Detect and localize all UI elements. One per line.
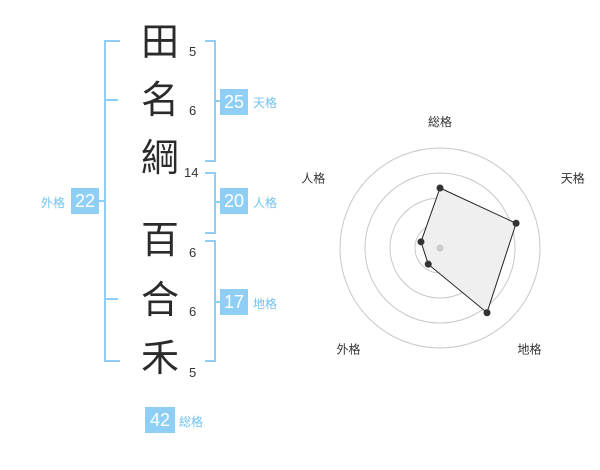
soukaku-value-badge: 42 xyxy=(145,407,175,433)
stroke-count-2: 6 xyxy=(189,103,197,118)
radar-axis-label: 天格 xyxy=(561,171,585,186)
radar-axis-label: 外格 xyxy=(337,341,361,356)
stroke-count-1: 5 xyxy=(189,44,197,59)
stroke-count-4: 6 xyxy=(189,245,197,260)
jinkaku-label: 人格 xyxy=(253,196,278,210)
radar-center-dot xyxy=(436,244,444,252)
tenkaku-connector xyxy=(214,100,222,102)
tenkaku-value-badge: 25 xyxy=(220,89,248,115)
radar-axis-label: 人格 xyxy=(301,171,325,186)
jinkaku-connector xyxy=(214,201,222,203)
name-char-5: 合 xyxy=(140,278,179,322)
radar-point xyxy=(424,260,432,268)
stroke-count-5: 6 xyxy=(189,304,197,319)
gaikaku-label: 外格 xyxy=(41,196,66,210)
gaikaku-connector xyxy=(97,200,106,202)
radar-point xyxy=(483,309,491,317)
tenkaku-label: 天格 xyxy=(253,96,278,110)
stroke-count-6: 5 xyxy=(189,365,197,380)
jinkaku-value-badge: 20 xyxy=(220,188,248,214)
radar-ring xyxy=(339,147,541,349)
radar-ring xyxy=(364,172,516,324)
name-char-4: 百 xyxy=(140,218,179,262)
gaikaku-tick-1 xyxy=(104,99,118,101)
radar-axis-label: 総格 xyxy=(428,114,452,129)
name-char-3: 綱 xyxy=(140,136,179,180)
radar-points xyxy=(417,184,520,317)
gaikaku-value-badge: 22 xyxy=(71,188,99,214)
name-char-2: 名 xyxy=(140,78,179,122)
radar-point xyxy=(436,184,444,192)
radar-point xyxy=(417,238,425,246)
gaikaku-tick-2 xyxy=(104,298,118,300)
chikaku-connector xyxy=(214,301,222,303)
stroke-count-3: 14 xyxy=(184,165,199,180)
name-char-1: 田 xyxy=(140,20,179,64)
radar-polygon xyxy=(420,187,517,314)
name-char-6: 禾 xyxy=(140,336,179,380)
radar-point xyxy=(512,219,520,227)
radar-axis-label: 地格 xyxy=(517,341,541,356)
chikaku-label: 地格 xyxy=(253,297,278,311)
soukaku-label: 総格 xyxy=(179,415,204,429)
chikaku-value-badge: 17 xyxy=(220,289,248,315)
jinkaku-bracket xyxy=(205,172,216,234)
